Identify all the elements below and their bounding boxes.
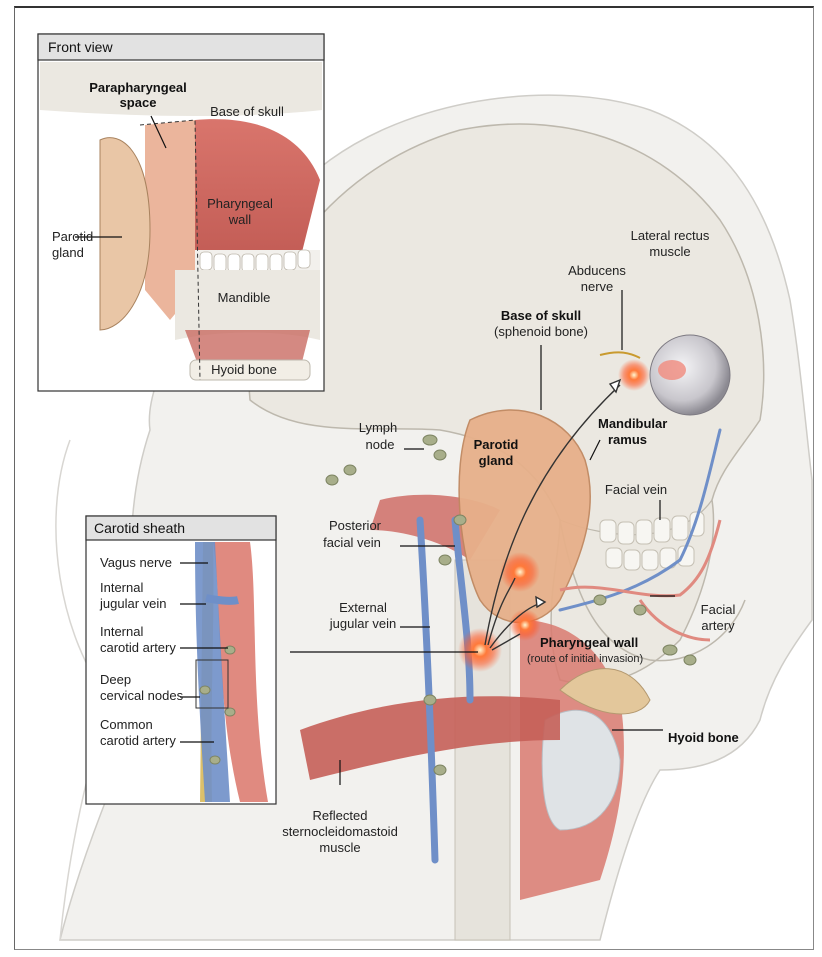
label-mandibular-ramus-2: ramus: [608, 432, 647, 447]
label-mandible: Mandible: [218, 290, 271, 305]
label-lateral-rectus-1: Lateral rectus: [631, 228, 710, 243]
label-deep-cervical-1: Deep: [100, 672, 131, 687]
label-route-of-initial-invasion: (route of initial invasion): [527, 653, 643, 665]
label-parotid-gland-1: Parotid: [474, 437, 519, 452]
label-internal-jugular-1: Internal: [100, 580, 143, 595]
label-deep-cervical-2: cervical nodes: [100, 688, 184, 703]
label-reflected-scm-2: sternocleidomastoid: [282, 824, 398, 839]
label-abducens-2: nerve: [581, 279, 614, 294]
label-pharyngeal-wall: Pharyngeal wall: [540, 635, 638, 650]
label-internal-carotid-1: Internal: [100, 624, 143, 639]
label-external-jugular-2: jugular vein: [329, 616, 397, 631]
label-parotid-inset-2: gland: [52, 245, 84, 260]
label-sphenoid-bone: (sphenoid bone): [494, 324, 588, 339]
label-pharyngeal-wall-inset-2: wall: [228, 212, 252, 227]
label-facial-vein: Facial vein: [605, 482, 667, 497]
front-view-title: Front view: [48, 39, 113, 55]
label-abducens-1: Abducens: [568, 263, 626, 278]
label-external-jugular-1: External: [339, 600, 387, 615]
label-parotid-inset-1: Parotid: [52, 229, 93, 244]
label-facial-artery-1: Facial: [701, 602, 736, 617]
label-base-of-skull: Base of skull: [501, 308, 581, 323]
label-vagus-nerve: Vagus nerve: [100, 555, 172, 570]
label-reflected-scm-3: muscle: [319, 840, 360, 855]
label-internal-carotid-2: carotid artery: [100, 640, 176, 655]
label-lateral-rectus-2: muscle: [649, 244, 690, 259]
label-hyoid-bone: Hyoid bone: [668, 730, 739, 745]
label-parotid-gland-2: gland: [479, 453, 514, 468]
label-posterior-facial-vein-1: Posterior: [329, 518, 382, 533]
label-mandibular-ramus-1: Mandibular: [598, 416, 667, 431]
label-parapharyngeal-space-1: Parapharyngeal: [89, 80, 187, 95]
label-hyoid-bone-inset: Hyoid bone: [211, 362, 277, 377]
label-pharyngeal-wall-inset-1: Pharyngeal: [207, 196, 273, 211]
label-internal-jugular-2: jugular vein: [99, 596, 167, 611]
label-common-carotid-2: carotid artery: [100, 733, 176, 748]
carotid-sheath-title: Carotid sheath: [94, 520, 185, 536]
label-common-carotid-1: Common: [100, 717, 153, 732]
label-parapharyngeal-space-2: space: [120, 95, 157, 110]
label-reflected-scm-1: Reflected: [313, 808, 368, 823]
label-lymph-node-1: Lymph: [359, 420, 398, 435]
label-lymph-node-2: node: [366, 437, 395, 452]
label-base-of-skull-inset: Base of skull: [210, 104, 284, 119]
label-posterior-facial-vein-2: facial vein: [323, 535, 381, 550]
label-facial-artery-2: artery: [701, 618, 735, 633]
